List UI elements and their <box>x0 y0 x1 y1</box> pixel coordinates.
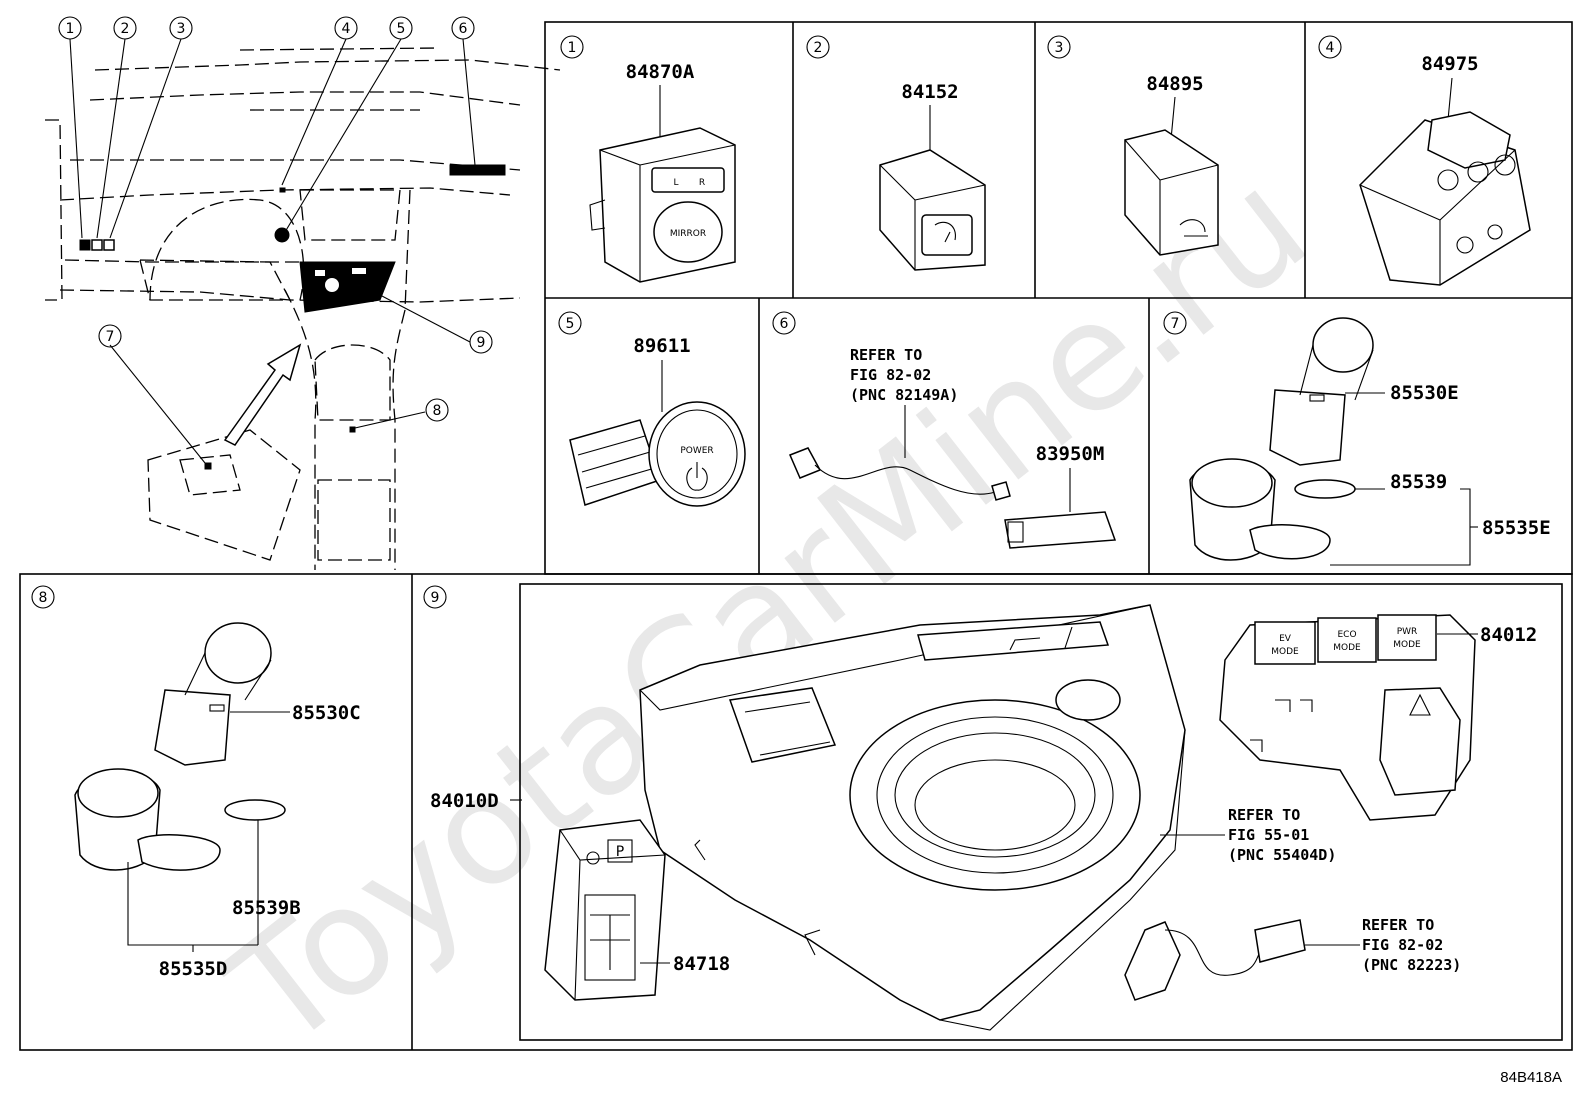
svg-text:MIRROR: MIRROR <box>670 229 706 239</box>
svg-text:6: 6 <box>780 316 789 332</box>
part-83950M: 83950M <box>1036 443 1105 465</box>
part-85530C: 85530C <box>292 702 361 724</box>
part-89611: 89611 <box>633 335 690 357</box>
svg-text:9: 9 <box>431 590 440 606</box>
svg-text:1: 1 <box>568 40 577 56</box>
callout-2: 2 <box>113 16 137 40</box>
part-85530E: 85530E <box>1390 382 1459 404</box>
svg-text:REFER TO: REFER TO <box>850 346 922 364</box>
part-84152: 84152 <box>901 81 958 103</box>
svg-text:FIG 82-02: FIG 82-02 <box>1362 936 1443 954</box>
panel-9: 9 84010D REFER TO FIG 55-01 (PNC 55404D)… <box>423 585 1537 1031</box>
svg-text:3: 3 <box>177 21 186 37</box>
svg-text:8: 8 <box>39 590 48 606</box>
panel-7: 7 85530E 85539 85535E <box>1163 311 1551 566</box>
svg-text:9: 9 <box>477 335 486 351</box>
panel-1: 1 84870A L R MIRROR <box>560 35 736 283</box>
svg-text:FIG 55-01: FIG 55-01 <box>1228 826 1309 844</box>
callout-4: 4 <box>334 16 358 40</box>
panel-frames <box>19 21 1573 1051</box>
svg-text:L: L <box>673 178 678 188</box>
svg-text:7: 7 <box>1171 316 1180 332</box>
svg-text:3: 3 <box>1055 40 1064 56</box>
svg-text:PWR: PWR <box>1397 627 1418 637</box>
part-84895: 84895 <box>1146 73 1203 95</box>
part-84718: 84718 <box>673 953 730 975</box>
svg-text:R: R <box>699 178 705 188</box>
svg-text:5: 5 <box>397 21 406 37</box>
svg-text:(PNC 82223): (PNC 82223) <box>1362 956 1461 974</box>
svg-text:(PNC 55404D): (PNC 55404D) <box>1228 846 1336 864</box>
svg-text:POWER: POWER <box>680 446 713 456</box>
svg-text:REFER TO: REFER TO <box>1228 806 1300 824</box>
dashboard-overview <box>45 38 561 570</box>
callout-9: 9 <box>469 330 493 354</box>
callout-7: 7 <box>98 324 122 348</box>
callout-5: 5 <box>389 16 413 40</box>
part-85539B: 85539B <box>232 897 301 919</box>
svg-text:1: 1 <box>66 21 75 37</box>
part-85535D: 85535D <box>159 958 228 980</box>
svg-text:ECO: ECO <box>1337 630 1356 640</box>
svg-text:MODE: MODE <box>1333 643 1361 653</box>
panel-3: 3 84895 <box>1047 35 1219 256</box>
part-84870A: 84870A <box>626 61 695 83</box>
svg-text:EV: EV <box>1279 634 1292 644</box>
svg-text:MODE: MODE <box>1271 647 1299 657</box>
panel-6: 6 REFER TO FIG 82-02 (PNC 82149A) 83950M <box>772 311 1117 549</box>
callout-1: 1 <box>58 16 82 40</box>
panel-4: 4 84975 <box>1318 35 1531 286</box>
svg-text:8: 8 <box>433 403 442 419</box>
diagram-code: 84B418A <box>1500 1069 1562 1086</box>
callout-8: 8 <box>425 398 449 422</box>
callout-3: 3 <box>169 16 193 40</box>
svg-text:REFER TO: REFER TO <box>1362 916 1434 934</box>
svg-text:FIG 82-02: FIG 82-02 <box>850 366 931 384</box>
svg-text:7: 7 <box>106 329 115 345</box>
part-84010D: 84010D <box>430 790 499 812</box>
panel-5: 5 89611 POWER <box>558 311 746 507</box>
callout-6: 6 <box>451 16 475 40</box>
svg-text:(PNC 82149A): (PNC 82149A) <box>850 386 958 404</box>
panel-8: 8 85530C 85539B 85535D <box>31 585 361 980</box>
part-85535E: 85535E <box>1482 517 1551 539</box>
panel-2: 2 84152 <box>806 35 986 271</box>
part-84975: 84975 <box>1421 53 1478 75</box>
svg-text:5: 5 <box>566 316 575 332</box>
svg-text:MODE: MODE <box>1393 640 1421 650</box>
svg-text:6: 6 <box>459 21 468 37</box>
svg-text:4: 4 <box>342 21 351 37</box>
part-84012: 84012 <box>1480 624 1537 646</box>
part-85539: 85539 <box>1390 471 1447 493</box>
svg-text:4: 4 <box>1326 40 1335 56</box>
svg-text:2: 2 <box>814 40 823 56</box>
svg-text:2: 2 <box>121 21 130 37</box>
svg-text:P: P <box>616 844 624 860</box>
